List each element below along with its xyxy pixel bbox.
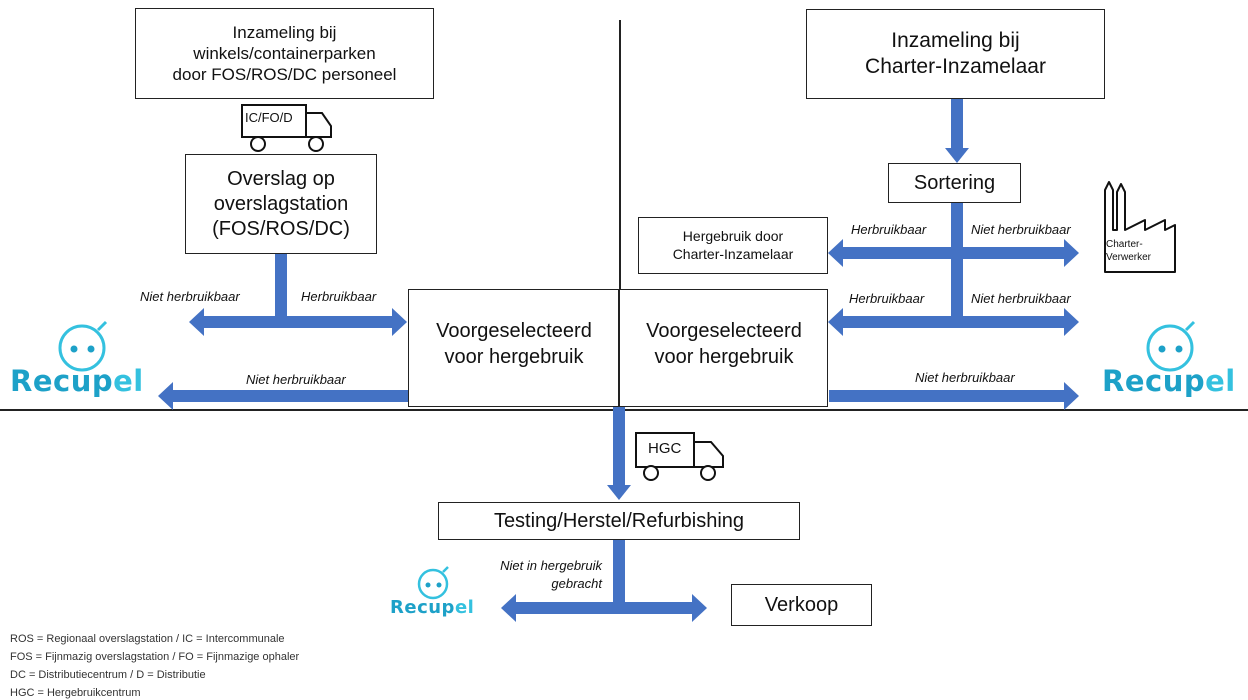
arrow-transfer-niet-head bbox=[189, 308, 204, 336]
arrow-to-testing bbox=[613, 407, 625, 487]
arrow-transfer-niet bbox=[203, 316, 287, 328]
divider-vertical bbox=[619, 20, 621, 290]
box-collection-charter: Inzameling bij Charter-Inzamelaar bbox=[806, 9, 1105, 99]
box-preselected-left: Voorgeselecteerd voor hergebruik bbox=[436, 320, 592, 368]
arrow-sort-niet-head bbox=[1064, 239, 1079, 267]
legend: ROS = Regionaal overslagstation / IC = I… bbox=[10, 630, 299, 700]
arrow-to-testing-head bbox=[607, 485, 631, 500]
testing-trunk bbox=[613, 540, 625, 608]
arrow-testing-niet bbox=[515, 602, 625, 614]
arrow-testing-sale-head bbox=[692, 594, 707, 622]
truck-middle-label: HGC bbox=[648, 440, 682, 457]
factory-icon: Charter- Verwerker bbox=[1100, 180, 1180, 275]
box-sorting: Sortering bbox=[888, 163, 1021, 203]
label-sort2-herbruikbaar: Herbruikbaar bbox=[849, 291, 925, 306]
box-testing: Testing/Herstel/Refurbishing bbox=[438, 502, 800, 540]
recupel-word-right-main: Recup bbox=[1102, 364, 1206, 398]
factory-label: Charter- Verwerker bbox=[1106, 239, 1152, 263]
label-testing-niet: Niet in hergebruik gebracht bbox=[500, 558, 602, 591]
recupel-word-left: Recupel bbox=[10, 364, 144, 398]
arrow-collection-to-sorting-head bbox=[945, 148, 969, 163]
arrow-preselected-left-niet-head bbox=[158, 382, 173, 410]
transfer-trunk bbox=[275, 254, 287, 326]
legend-line-ros: ROS = Regionaal overslagstation / IC = I… bbox=[10, 633, 285, 645]
arrow-transfer-herbruikbaar-head bbox=[392, 308, 407, 336]
arrow-sort2-herbruikbaar-head bbox=[828, 308, 843, 336]
truck-top-label: IC/FO/D bbox=[245, 110, 293, 125]
arrow-preselected-right-niet-head bbox=[1064, 382, 1079, 410]
label-transfer-herbruikbaar: Herbruikbaar bbox=[301, 289, 377, 304]
box-sale: Verkoop bbox=[731, 584, 872, 626]
arrow-sort-niet bbox=[957, 247, 1065, 259]
arrow-sort-herbruikbaar-head bbox=[828, 239, 843, 267]
label-sort-niet: Niet herbruikbaar bbox=[971, 222, 1071, 237]
arrow-preselected-right-niet bbox=[829, 390, 1065, 402]
arrow-sort2-niet-head bbox=[1064, 308, 1079, 336]
arrow-sort2-herbruikbaar bbox=[842, 316, 957, 328]
recupel-word-bottom-main: Recup bbox=[390, 597, 455, 618]
truck-icon-middle: HGC bbox=[633, 430, 729, 482]
arrow-sort2-niet bbox=[957, 316, 1065, 328]
label-transfer-niet: Niet herbruikbaar bbox=[140, 289, 240, 304]
recupel-word-left-tail: el bbox=[113, 364, 144, 398]
recupel-word-left-main: Recup bbox=[10, 364, 114, 398]
label-preselected-right-niet: Niet herbruikbaar bbox=[915, 370, 1015, 385]
box-preselected-right: Voorgeselecteerd voor hergebruik bbox=[646, 320, 802, 368]
legend-line-hgc: HGC = Hergebruikcentrum bbox=[10, 687, 141, 699]
box-collection-shops: Inzameling bij winkels/containerparken d… bbox=[135, 8, 434, 99]
arrow-testing-sale bbox=[613, 602, 693, 614]
arrow-sort-herbruikbaar bbox=[842, 247, 957, 259]
truck-icon-top: IC/FO/D bbox=[238, 102, 338, 154]
preselected-divider bbox=[618, 289, 620, 407]
legend-line-dc: DC = Distributiecentrum / D = Distributi… bbox=[10, 669, 206, 681]
box-reuse-charter: Hergebruik door Charter-Inzamelaar bbox=[638, 217, 828, 274]
arrow-preselected-left-niet bbox=[172, 390, 408, 402]
recupel-logo-left: Recupel bbox=[10, 318, 150, 408]
divider-horizontal bbox=[0, 409, 1248, 411]
label-sort2-niet: Niet herbruikbaar bbox=[971, 291, 1071, 306]
recupel-word-right: Recupel bbox=[1102, 364, 1236, 398]
legend-line-fos: FOS = Fijnmazig overslagstation / FO = F… bbox=[10, 651, 300, 663]
arrow-testing-niet-head bbox=[501, 594, 516, 622]
arrow-transfer-herbruikbaar bbox=[275, 316, 393, 328]
sorting-trunk bbox=[951, 203, 963, 328]
label-sort-herbruikbaar: Herbruikbaar bbox=[851, 222, 927, 237]
recupel-logo-bottom: Recupel bbox=[390, 566, 490, 626]
label-preselected-left-niet: Niet herbruikbaar bbox=[246, 372, 346, 387]
recupel-logo-right: Recupel bbox=[1102, 318, 1242, 408]
box-transfer-station: Overslag op overslagstation (FOS/ROS/DC) bbox=[185, 154, 377, 254]
arrow-collection-to-sorting bbox=[951, 99, 963, 151]
recupel-word-right-tail: el bbox=[1205, 364, 1236, 398]
recupel-word-bottom: Recupel bbox=[390, 597, 474, 618]
recupel-word-bottom-tail: el bbox=[454, 597, 475, 618]
